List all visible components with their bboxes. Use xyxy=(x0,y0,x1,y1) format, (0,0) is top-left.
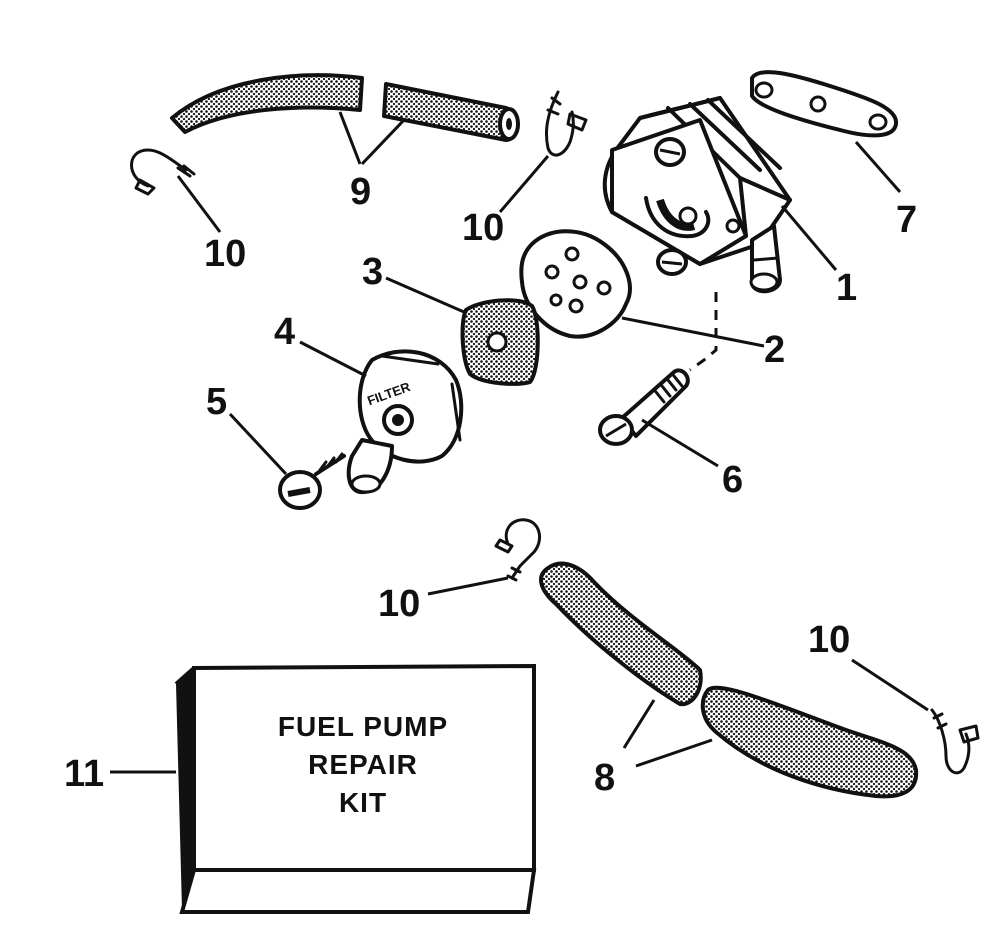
filter-cover-4: FILTER xyxy=(346,349,464,495)
callout-9: 9 xyxy=(350,171,371,213)
gasket-7 xyxy=(750,70,899,138)
callout-11: 11 xyxy=(64,753,104,795)
leader-lines xyxy=(110,111,929,774)
callout-6: 6 xyxy=(722,459,743,501)
kit-label-line-3: KIT xyxy=(339,787,387,818)
callout-5: 5 xyxy=(206,381,227,423)
callout-10-top-middle: 10 xyxy=(462,207,504,249)
hose-clamp-10-top-middle xyxy=(544,90,588,157)
diaphragm-2 xyxy=(519,229,632,339)
hose-clamp-10-middle xyxy=(494,518,542,582)
screw-5 xyxy=(278,452,346,510)
repair-kit-box-11: FUEL PUMP REPAIR KIT xyxy=(174,663,537,914)
fuel-pump-body-1 xyxy=(602,96,792,294)
callout-7: 7 xyxy=(896,199,917,241)
callout-4: 4 xyxy=(274,311,295,353)
fuel-hose-9-right xyxy=(382,82,520,142)
fuel-hose-8-upper xyxy=(539,561,703,707)
kit-label-line-1: FUEL PUMP xyxy=(278,711,448,742)
fuel-hose-9-left xyxy=(170,73,364,134)
callout-2: 2 xyxy=(764,329,785,371)
hose-clamp-10-top-left xyxy=(130,148,196,196)
callout-8: 8 xyxy=(594,757,615,799)
filter-screen-3 xyxy=(460,298,540,386)
kit-label-line-2: REPAIR xyxy=(308,749,418,780)
callout-1: 1 xyxy=(836,267,857,309)
callout-10-top-left: 10 xyxy=(204,233,246,275)
fuel-hose-8-lower xyxy=(700,685,919,799)
callout-10-bottom-right: 10 xyxy=(808,619,850,661)
callout-3: 3 xyxy=(362,251,383,293)
hose-clamp-10-bottom-right xyxy=(930,708,980,775)
screw-6 xyxy=(598,368,690,446)
callout-10-middle: 10 xyxy=(378,583,420,625)
